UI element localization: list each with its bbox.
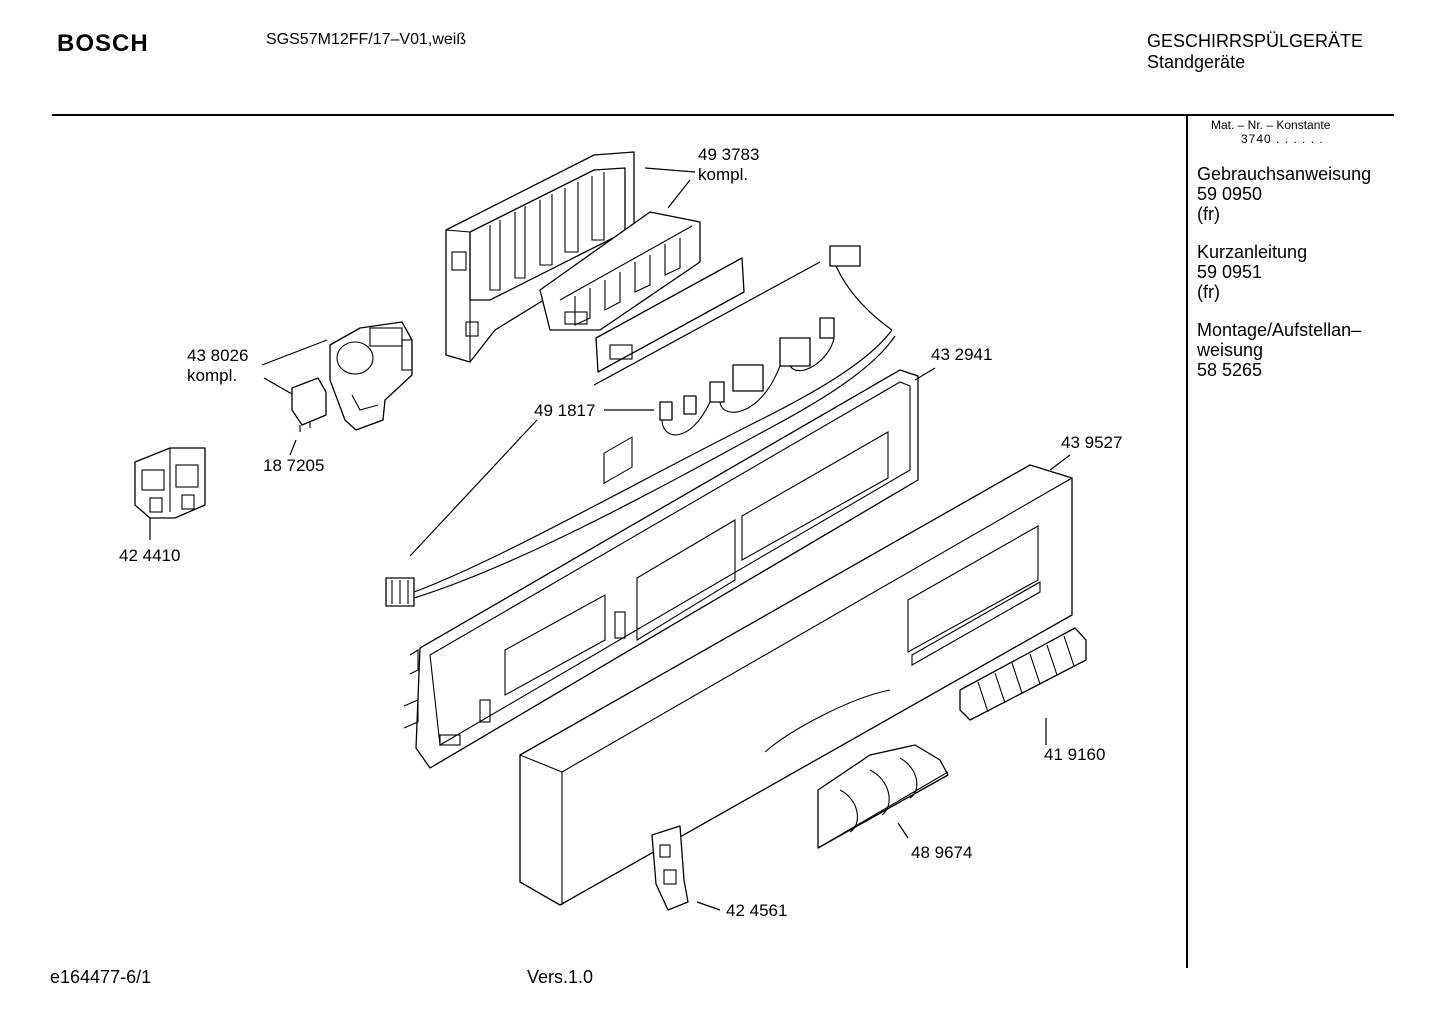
sidebar: Mat. – Nr. – Konstante 3740 . . . . . . …: [1197, 118, 1387, 380]
part-wiring-harness: [385, 245, 896, 607]
label-part-438026: 43 8026 kompl.: [187, 346, 248, 386]
part-number: 49 3783: [698, 145, 760, 164]
doc-language: (fr): [1197, 282, 1220, 302]
part-switch-block: [134, 447, 206, 519]
part-note: kompl.: [698, 165, 749, 184]
label-part-491817: 49 1817: [534, 401, 596, 420]
model-number: SGS57M12FF/17–V01,weiß: [266, 31, 467, 48]
doc-quick-guide: Kurzanleitung 59 0951 (fr): [1197, 242, 1387, 302]
part-note: kompl.: [187, 366, 238, 385]
label-part-493783: 49 3783 kompl.: [698, 145, 759, 185]
doc-number: 59 0950: [1197, 184, 1263, 204]
doc-title: Montage/Aufstellan–: [1197, 320, 1362, 340]
drawing-id: e164477-6/1: [50, 967, 152, 987]
doc-installation-guide: Montage/Aufstellan– weisung 58 5265: [1197, 320, 1387, 380]
exploded-view-drawing: [134, 151, 1087, 911]
label-part-187205: 18 7205: [263, 456, 325, 475]
brand-logo: BOSCH: [57, 30, 149, 57]
label-part-419160: 41 9160: [1044, 745, 1106, 764]
part-handle-bracket: [817, 744, 949, 849]
category-title: GESCHIRRSPÜLGERÄTE: [1147, 31, 1364, 51]
part-pump-assembly: [329, 321, 413, 431]
part-number: 43 8026: [187, 346, 249, 365]
category-subtitle: Standgeräte: [1147, 52, 1246, 72]
header-divider: [52, 114, 1394, 116]
part-inner-panel-frame: [403, 369, 919, 769]
part-control-module: [445, 151, 745, 373]
doc-title-cont: weisung: [1197, 340, 1264, 360]
product-category: GESCHIRRSPÜLGERÄTE Standgeräte: [1147, 31, 1363, 73]
part-front-panel: [519, 436, 1073, 906]
leader-lines: [149, 167, 1071, 911]
mat-number-label: Mat. – Nr. – Konstante: [1211, 118, 1331, 132]
mat-number-value: 3740 . . . . . .: [1241, 132, 1324, 146]
part-push-buttons: [959, 627, 1087, 721]
label-part-424561: 42 4561: [726, 901, 788, 920]
doc-title: Kurzanleitung: [1197, 242, 1308, 262]
doc-user-manual: Gebrauchsanweisung 59 0950 (fr): [1197, 164, 1387, 224]
version-label: Vers.1.0: [527, 967, 594, 987]
part-clip: [651, 825, 689, 911]
label-part-432941: 43 2941: [931, 345, 993, 364]
doc-language: (fr): [1197, 204, 1220, 224]
label-part-439527: 43 9527: [1061, 433, 1123, 452]
label-part-424410: 42 4410: [119, 546, 181, 565]
doc-number: 58 5265: [1197, 360, 1263, 380]
doc-number: 59 0951: [1197, 262, 1263, 282]
doc-title: Gebrauchsanweisung: [1197, 164, 1372, 184]
part-relay: [291, 377, 327, 432]
label-part-489674: 48 9674: [911, 843, 973, 862]
sidebar-divider: [1186, 115, 1188, 968]
